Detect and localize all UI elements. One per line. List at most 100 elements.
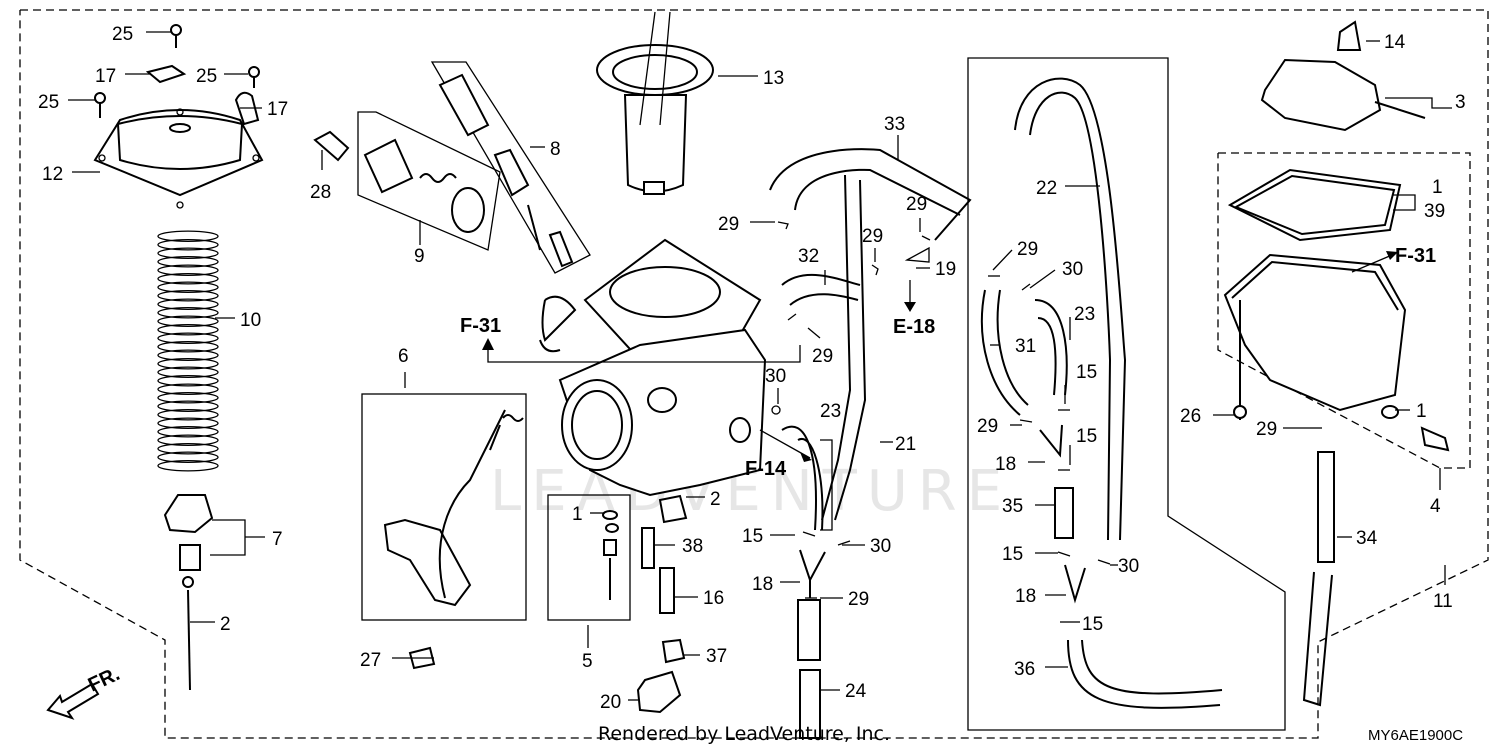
pilot-screw-box [547,494,631,621]
label-30: 30 [765,366,786,387]
tube-35 [1054,487,1074,539]
label-29: 29 [812,346,833,367]
label-29: 29 [1256,419,1277,440]
label-29: 29 [862,226,883,247]
label-5: 5 [582,651,593,672]
float-gasket [1227,168,1402,242]
label-27: 27 [360,650,381,671]
label-14: 14 [1384,32,1406,53]
hose-23-right [1034,299,1068,396]
hose-31 [981,289,1029,416]
label-6: 6 [398,346,409,367]
label-16: 16 [703,588,724,609]
label-23: 23 [820,401,841,422]
accelerator-pump-parts [313,130,485,233]
needle-holder [163,494,214,691]
label-25: 25 [112,24,133,45]
label-3: 3 [1455,92,1466,113]
reference-arrows [482,11,1398,462]
label-18: 18 [995,454,1016,475]
vacuum-piston [596,44,714,195]
label-1: 1 [572,504,583,525]
label-2: 2 [710,489,721,510]
joint-18-left [799,549,826,598]
throttle-cable-box [361,393,527,621]
label-25: 25 [38,92,59,113]
joint-18-right [1039,424,1086,604]
label-1: 1 [1416,401,1427,422]
front-arrow-icon: FR. [46,663,123,720]
label-12: 12 [42,164,63,185]
needle-jet-set [438,73,574,268]
float-chamber-frame [1217,152,1471,469]
hose-23-left [781,425,824,531]
needle-jet-box [430,61,591,274]
label-4: 4 [1430,496,1441,517]
label-29: 29 [906,194,927,215]
label-30: 30 [1118,556,1139,577]
label-39: 39 [1424,201,1445,222]
label-17: 17 [95,66,116,87]
label-13: 13 [763,68,784,89]
float-valve [1336,20,1362,51]
label-15: 15 [1076,426,1097,447]
label-22: 22 [1036,178,1057,199]
label-30: 30 [870,536,891,557]
label-2: 2 [220,614,231,635]
label-33: 33 [884,114,905,135]
label-34: 34 [1356,528,1378,549]
label-11: 11 [1433,591,1453,612]
label-20: 20 [600,692,621,713]
accelerator-pump-box [357,111,501,251]
hose-36 [1067,639,1223,709]
label-8: 8 [550,139,561,160]
throttle-cable-bracket [383,409,524,607]
label-26: 26 [1180,406,1201,427]
hose-34 [1302,451,1335,707]
label-35: 35 [1002,496,1023,517]
label-9: 9 [414,246,425,267]
label-17: 17 [267,99,288,120]
diagram-code: MY6AE1900C [1368,727,1463,744]
float-chamber [1223,253,1450,452]
label-32: 32 [798,246,819,267]
reference-callouts: F-31 F-14 E-18 F-31 [460,245,1436,480]
leader-lines [68,31,1452,701]
label-29: 29 [848,589,869,610]
label-24: 24 [845,681,867,702]
throttle-spring [157,230,219,472]
diagram-frame [19,9,1489,739]
label-18: 18 [752,574,773,595]
callout-f31-left: F-31 [460,315,501,337]
hose-32 [781,273,861,306]
hose-group-frame [967,57,1286,731]
label-30: 30 [1062,259,1083,280]
label-36: 36 [1014,659,1035,680]
label-25: 25 [196,66,217,87]
carburetor-body [539,238,767,497]
label-31: 31 [1015,336,1036,357]
callout-f14: F-14 [745,458,787,480]
float [1260,58,1426,132]
label-19: 19 [935,259,956,280]
top-cap-screws [94,24,260,118]
part-labels: 25 17 25 25 17 12 10 7 2 28 9 8 13 6 1 5… [38,24,1466,713]
hose-clips [771,221,1322,623]
label-15: 15 [1082,614,1103,635]
label-37: 37 [706,646,727,667]
hose-24 [797,599,821,739]
label-18: 18 [1015,586,1036,607]
label-29: 29 [1017,239,1038,260]
label-29: 29 [718,214,739,235]
label-38: 38 [682,536,703,557]
label-15: 15 [1076,362,1097,383]
label-29: 29 [977,416,998,437]
label-28: 28 [310,182,331,203]
label-23: 23 [1074,304,1095,325]
hose-22 [1014,77,1127,541]
callout-f31-right: F-31 [1395,245,1436,267]
label-21: 21 [895,434,916,455]
label-1: 1 [1432,177,1443,198]
label-15: 15 [742,526,763,547]
